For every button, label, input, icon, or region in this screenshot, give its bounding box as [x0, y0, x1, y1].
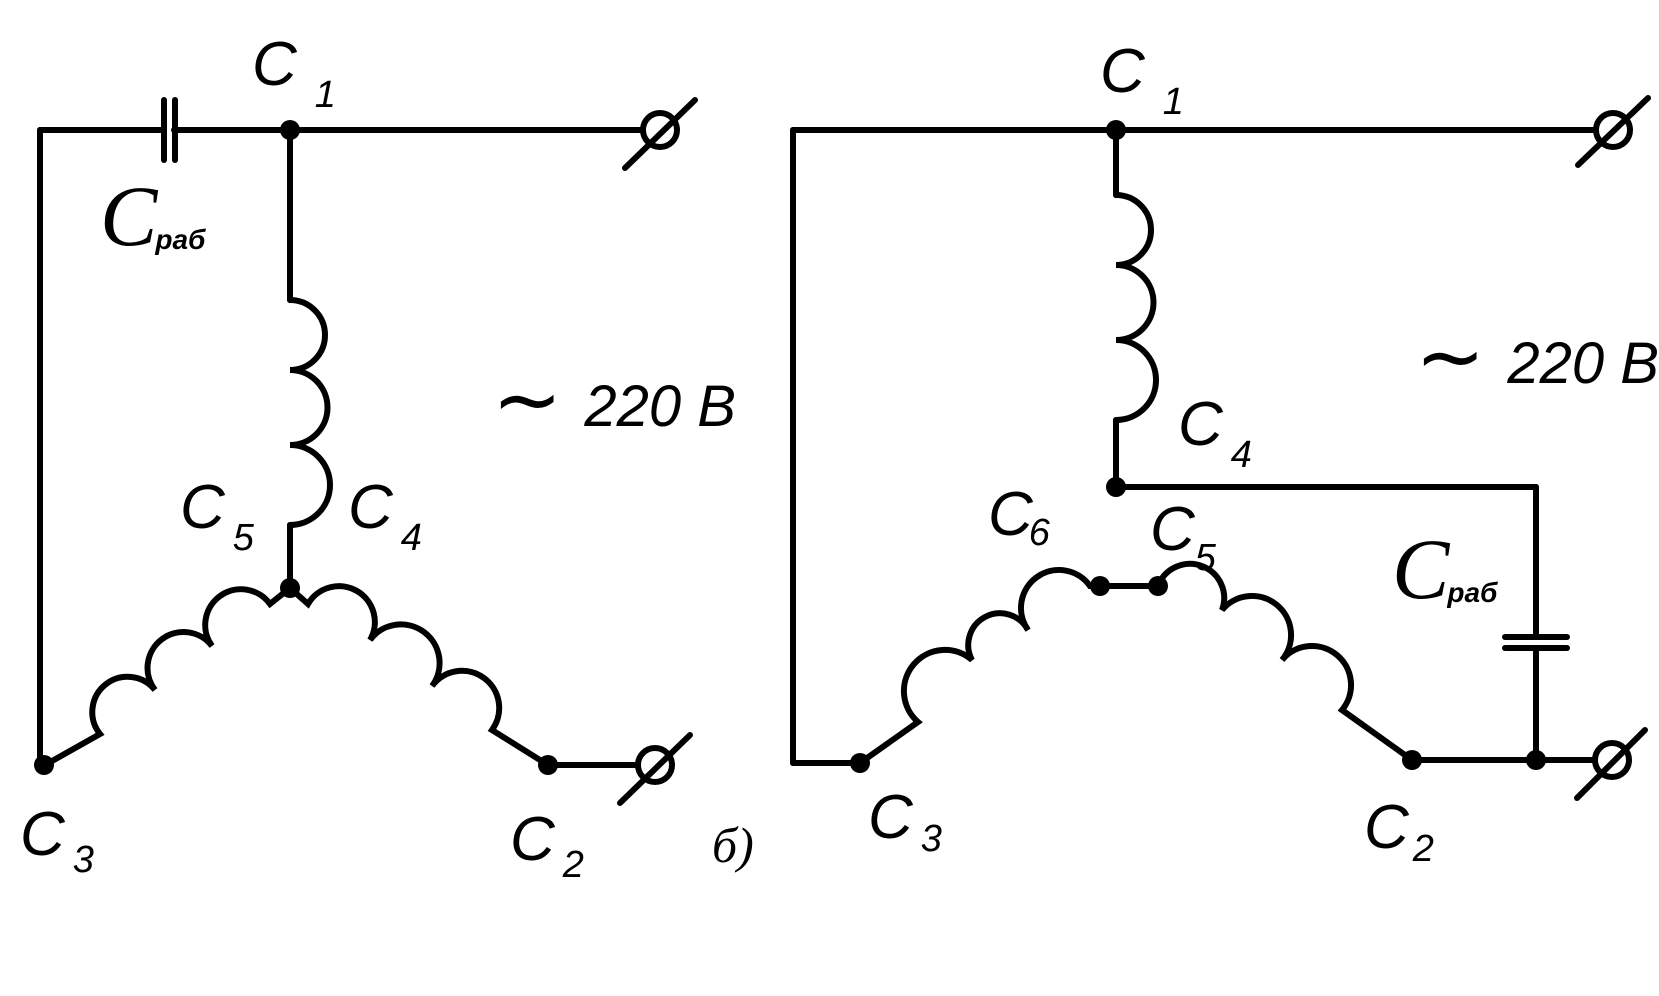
left-vertical-coil [287, 297, 333, 528]
left-label-cap: Cраб [100, 168, 206, 264]
right-terminal-top [1575, 95, 1651, 168]
left-coil-to-c3 [42, 585, 293, 768]
panel-letter-b: б) [712, 817, 754, 873]
right-terminal-bottom [1574, 727, 1648, 801]
left-node-c2 [538, 755, 558, 775]
right-label-c5: C5 [1150, 495, 1217, 579]
right-label-voltage: ~220 В [1415, 307, 1659, 405]
right-node-c3 [850, 753, 870, 773]
right-coil-c5-c2 [1155, 560, 1415, 763]
right-label-c6: C6 [988, 480, 1051, 554]
left-terminal-bottom [617, 732, 693, 806]
right-node-c1 [1106, 120, 1126, 140]
right-vertical-coil [1113, 192, 1159, 423]
right-node-c6 [1090, 576, 1110, 596]
left-label-voltage: ~220 В [492, 350, 736, 448]
right-node-c5 [1148, 576, 1168, 596]
right-node-cap [1526, 750, 1546, 770]
left-node-star [280, 578, 300, 598]
right-node-c4 [1106, 477, 1126, 497]
right-coil-c3-c6 [857, 567, 1103, 766]
left-node-c3 [34, 755, 54, 775]
left-terminal-top [617, 97, 698, 171]
left-coil-to-c2 [287, 583, 551, 768]
left-node-c1 [280, 120, 300, 140]
right-label-cap: Cраб [1392, 521, 1498, 617]
right-node-c2 [1402, 750, 1422, 770]
